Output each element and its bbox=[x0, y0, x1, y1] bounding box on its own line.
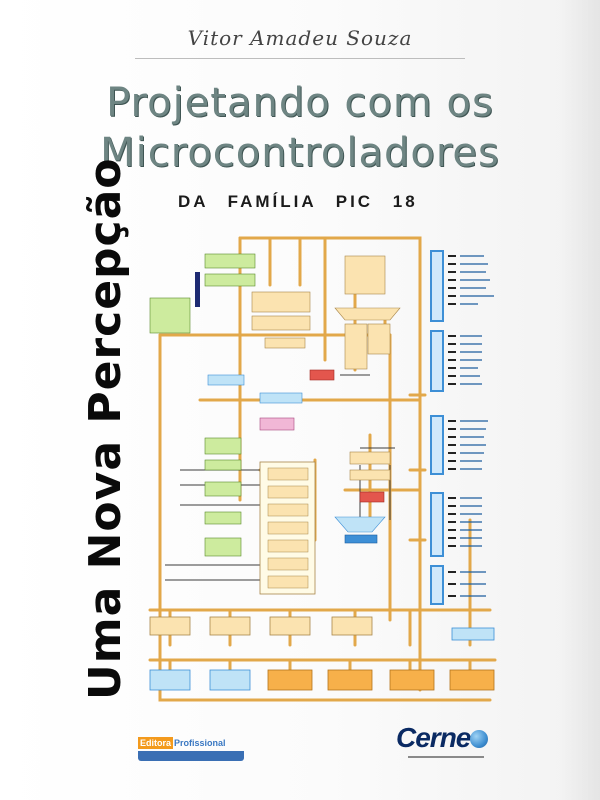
peripheral-cells bbox=[267, 467, 309, 589]
data-latch-trapezoid bbox=[334, 307, 401, 321]
publisher-logo-part-1: Editora bbox=[138, 737, 174, 749]
prod-box bbox=[349, 469, 391, 481]
cerne-url-line bbox=[396, 756, 496, 759]
cover-spine-shade bbox=[560, 0, 600, 800]
port-group-b bbox=[430, 330, 444, 392]
port-group-c bbox=[430, 415, 444, 475]
block-diagram-illustration bbox=[148, 236, 497, 702]
brown-out-box bbox=[204, 511, 242, 525]
publisher-logo-part-2: Profissional bbox=[174, 738, 226, 748]
vertical-series-title: Uma Nova Percepção bbox=[80, 157, 131, 700]
port-group-e bbox=[430, 565, 444, 605]
stack-box bbox=[259, 392, 303, 404]
port-pin-traces bbox=[460, 255, 494, 597]
book-title-line-2: Microcontroladores bbox=[100, 130, 500, 176]
globe-icon bbox=[470, 730, 488, 748]
cerne-logo: Cerne bbox=[396, 722, 496, 759]
address-latch-box bbox=[344, 323, 368, 370]
port-pin-markers bbox=[448, 255, 456, 597]
timer-modules bbox=[149, 616, 495, 641]
lvd-box bbox=[204, 537, 242, 557]
book-title-line-1: Projetando com os bbox=[106, 80, 494, 126]
table-data-box bbox=[264, 337, 306, 349]
author-name: Vitor Amadeu Souza bbox=[187, 26, 413, 50]
osc-timer-box bbox=[204, 437, 242, 455]
instruction-decode-box bbox=[309, 369, 335, 381]
port-group-a bbox=[430, 250, 444, 322]
multiplier-box bbox=[349, 451, 391, 465]
book-subtitle: DA FAMÍLIA PIC 18 bbox=[178, 192, 418, 211]
port-group-d bbox=[430, 492, 444, 557]
program-memory-box bbox=[344, 255, 386, 295]
power-up-box bbox=[204, 459, 242, 471]
cerne-logo-text: Cerne bbox=[396, 722, 471, 753]
bitop-box bbox=[359, 491, 385, 503]
alu-output-box bbox=[344, 534, 378, 544]
oscillator-box bbox=[204, 253, 256, 269]
watchdog-box bbox=[204, 481, 242, 497]
alu-trapezoid bbox=[334, 516, 386, 533]
table-pointer-box bbox=[251, 291, 311, 313]
clock-control-box bbox=[149, 297, 191, 334]
author-underline bbox=[135, 58, 465, 59]
pcl-box bbox=[207, 374, 245, 386]
bottom-peripheral-modules bbox=[149, 669, 495, 691]
instruction-register-box bbox=[367, 323, 391, 355]
clock-bar bbox=[195, 272, 200, 307]
wreg-box bbox=[259, 417, 295, 431]
table-latch-box bbox=[251, 315, 311, 331]
publisher-logo-bar bbox=[138, 751, 244, 761]
postscaler-box bbox=[204, 273, 256, 287]
